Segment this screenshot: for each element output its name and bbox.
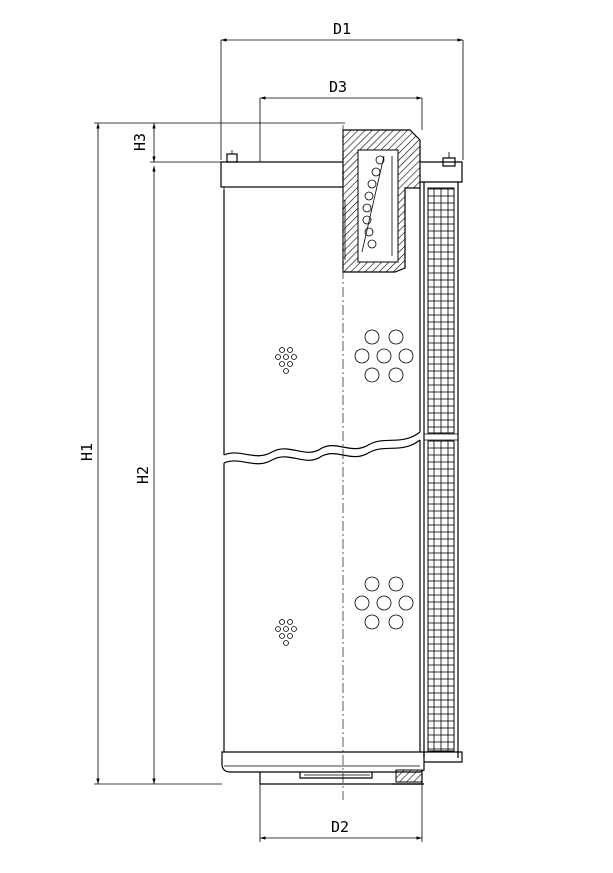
perforation-cluster-lower (275, 619, 297, 646)
dimension-label-h1: H1 (78, 443, 96, 461)
dimension-label-d2: D2 (331, 818, 349, 836)
dimension-d2: D2 (259, 784, 423, 842)
perforation-cluster-upper (275, 347, 297, 374)
perforation-pattern-lower (354, 576, 414, 630)
dimension-h1: H1 (78, 122, 345, 785)
dimension-h2: H2 (134, 166, 156, 784)
mesh-wall (423, 182, 463, 763)
dimension-label-d1: D1 (333, 20, 351, 38)
dimension-label-d3: D3 (329, 78, 347, 96)
dimension-h3: H3 (131, 123, 222, 163)
dimension-label-h2: H2 (134, 466, 152, 484)
dimension-label-h3: H3 (131, 133, 149, 151)
dimension-d3: D3 (259, 78, 423, 162)
dimension-d1: D1 (220, 20, 464, 160)
top-cap (220, 129, 463, 273)
filter-body (223, 188, 421, 752)
spring (361, 155, 393, 256)
bottom-cap (221, 751, 425, 785)
perforation-pattern-upper (354, 329, 414, 383)
